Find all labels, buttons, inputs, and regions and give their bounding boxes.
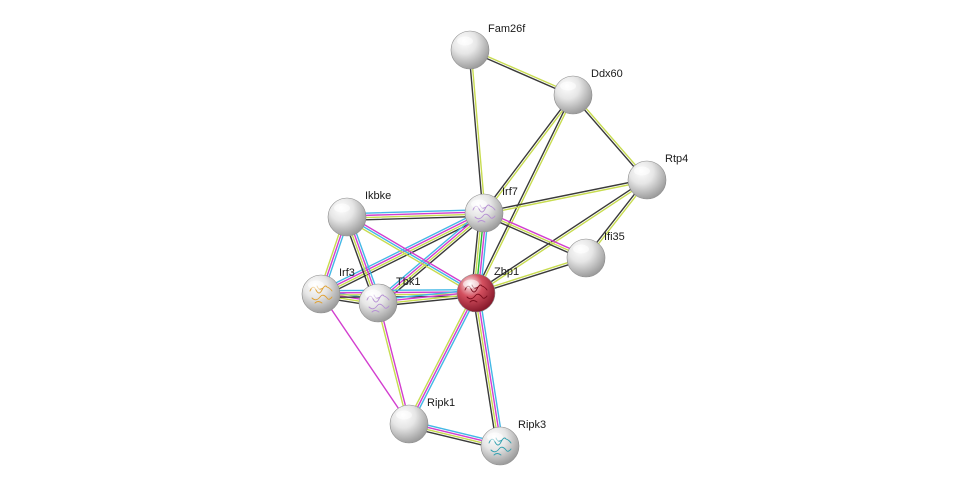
node-sphere xyxy=(456,273,496,313)
node-sphere xyxy=(327,197,367,237)
edge-evidence-line xyxy=(482,93,573,214)
edge-evidence-line xyxy=(408,292,477,425)
edge-evidence-line xyxy=(320,289,477,292)
node-label: Irf7 xyxy=(502,186,518,198)
node-highlight xyxy=(396,410,412,420)
node-highlight xyxy=(487,432,503,442)
protein-structure-icon xyxy=(464,284,488,303)
edge-evidence-line xyxy=(468,49,484,214)
node-rtp4[interactable]: Rtp4 xyxy=(627,153,688,200)
node-sphere xyxy=(464,193,504,233)
edge-evidence-line xyxy=(346,213,485,219)
edge-zbp1-ripk1[interactable] xyxy=(406,291,479,426)
node-label: Rtp4 xyxy=(665,153,688,165)
edge-evidence-line xyxy=(483,180,648,215)
edge-evidence-line xyxy=(320,293,410,425)
node-sphere xyxy=(389,404,429,444)
edge-evidence-line xyxy=(378,213,486,305)
edge-ddx60-zbp1[interactable] xyxy=(474,93,575,295)
edge-evidence-line xyxy=(321,215,487,298)
edge-evidence-line xyxy=(474,292,500,447)
node-highlight xyxy=(560,81,576,91)
node-label: Tbk1 xyxy=(396,276,420,288)
edge-evidence-line xyxy=(470,49,486,214)
edge-evidence-line xyxy=(346,211,485,217)
node-highlight xyxy=(334,203,350,213)
edge-evidence-line xyxy=(474,178,648,293)
edge-evidence-line xyxy=(483,178,648,213)
edge-fam26f-irf7[interactable] xyxy=(468,49,486,214)
edge-evidence-line xyxy=(346,215,485,221)
edge-evidence-line xyxy=(318,209,484,292)
edge-evidence-line xyxy=(474,93,573,294)
node-sphere xyxy=(553,75,593,115)
edge-evidence-line xyxy=(406,291,475,424)
node-highlight xyxy=(463,279,479,289)
edge-irf3-irf7[interactable] xyxy=(318,209,487,298)
edge-evidence-line xyxy=(345,218,476,296)
node-zbp1[interactable]: Zbp1 xyxy=(456,266,519,313)
node-ripk3[interactable]: Ripk3 xyxy=(480,419,546,466)
edge-irf3-ripk1[interactable] xyxy=(320,293,410,425)
node-irf7[interactable]: Irf7 xyxy=(464,186,518,233)
node-highlight xyxy=(634,166,650,176)
node-ifi35[interactable]: Ifi35 xyxy=(566,231,625,278)
protein-structure-icon xyxy=(488,437,512,456)
edge-zbp1-ripk3[interactable] xyxy=(472,291,504,448)
node-ddx60[interactable]: Ddx60 xyxy=(553,68,623,115)
edge-evidence-line xyxy=(378,302,411,425)
node-sphere xyxy=(358,283,398,323)
edge-evidence-line xyxy=(346,209,485,215)
node-ikbke[interactable]: Ikbke xyxy=(327,190,391,237)
edge-tbk1-ripk1[interactable] xyxy=(376,302,411,425)
node-sphere xyxy=(627,160,667,200)
node-label: Ddx60 xyxy=(591,68,623,80)
edge-evidence-line xyxy=(475,180,649,295)
node-fam26f[interactable]: Fam26f xyxy=(450,23,526,70)
node-label: Ifi35 xyxy=(604,231,625,243)
node-sphere xyxy=(566,238,606,278)
node-label: Ripk3 xyxy=(518,419,546,431)
protein-structure-icon xyxy=(472,204,496,223)
edge-evidence-line xyxy=(476,292,502,447)
edge-evidence-line xyxy=(472,292,498,448)
edge-evidence-line xyxy=(375,209,483,302)
node-highlight xyxy=(573,244,589,254)
node-label: Ripk1 xyxy=(427,397,455,409)
node-label: Fam26f xyxy=(488,23,526,35)
edge-evidence-line xyxy=(376,302,409,425)
node-label: Zbp1 xyxy=(494,266,519,278)
edge-evidence-line xyxy=(476,94,575,295)
edge-rtp4-zbp1[interactable] xyxy=(474,178,649,295)
protein-structure-icon xyxy=(366,294,390,313)
node-highlight xyxy=(457,36,473,46)
edge-evidence-line xyxy=(410,293,479,426)
edge-evidence-line xyxy=(376,211,484,303)
node-highlight xyxy=(471,199,487,209)
edge-ikbke-zbp1[interactable] xyxy=(345,214,478,296)
node-highlight xyxy=(308,280,324,290)
edge-ddx60-irf7[interactable] xyxy=(482,93,575,215)
edge-evidence-line xyxy=(320,213,486,296)
node-highlight xyxy=(365,289,381,299)
node-label: Ikbke xyxy=(365,190,391,202)
node-sphere xyxy=(480,426,520,466)
node-tbk1[interactable]: Tbk1 xyxy=(358,276,420,323)
edge-evidence-line xyxy=(346,216,477,294)
edge-evidence-line xyxy=(484,94,575,215)
node-sphere xyxy=(450,30,490,70)
node-ripk1[interactable]: Ripk1 xyxy=(389,397,455,444)
protein-structure-icon xyxy=(309,285,333,304)
edge-evidence-line xyxy=(347,214,478,292)
node-sphere xyxy=(301,274,341,314)
edge-rtp4-irf7[interactable] xyxy=(483,178,648,215)
node-irf3[interactable]: Irf3 xyxy=(301,267,355,314)
edge-ikbke-irf7[interactable] xyxy=(346,209,485,221)
node-label: Irf3 xyxy=(339,267,355,279)
edge-evidence-line xyxy=(478,291,504,447)
